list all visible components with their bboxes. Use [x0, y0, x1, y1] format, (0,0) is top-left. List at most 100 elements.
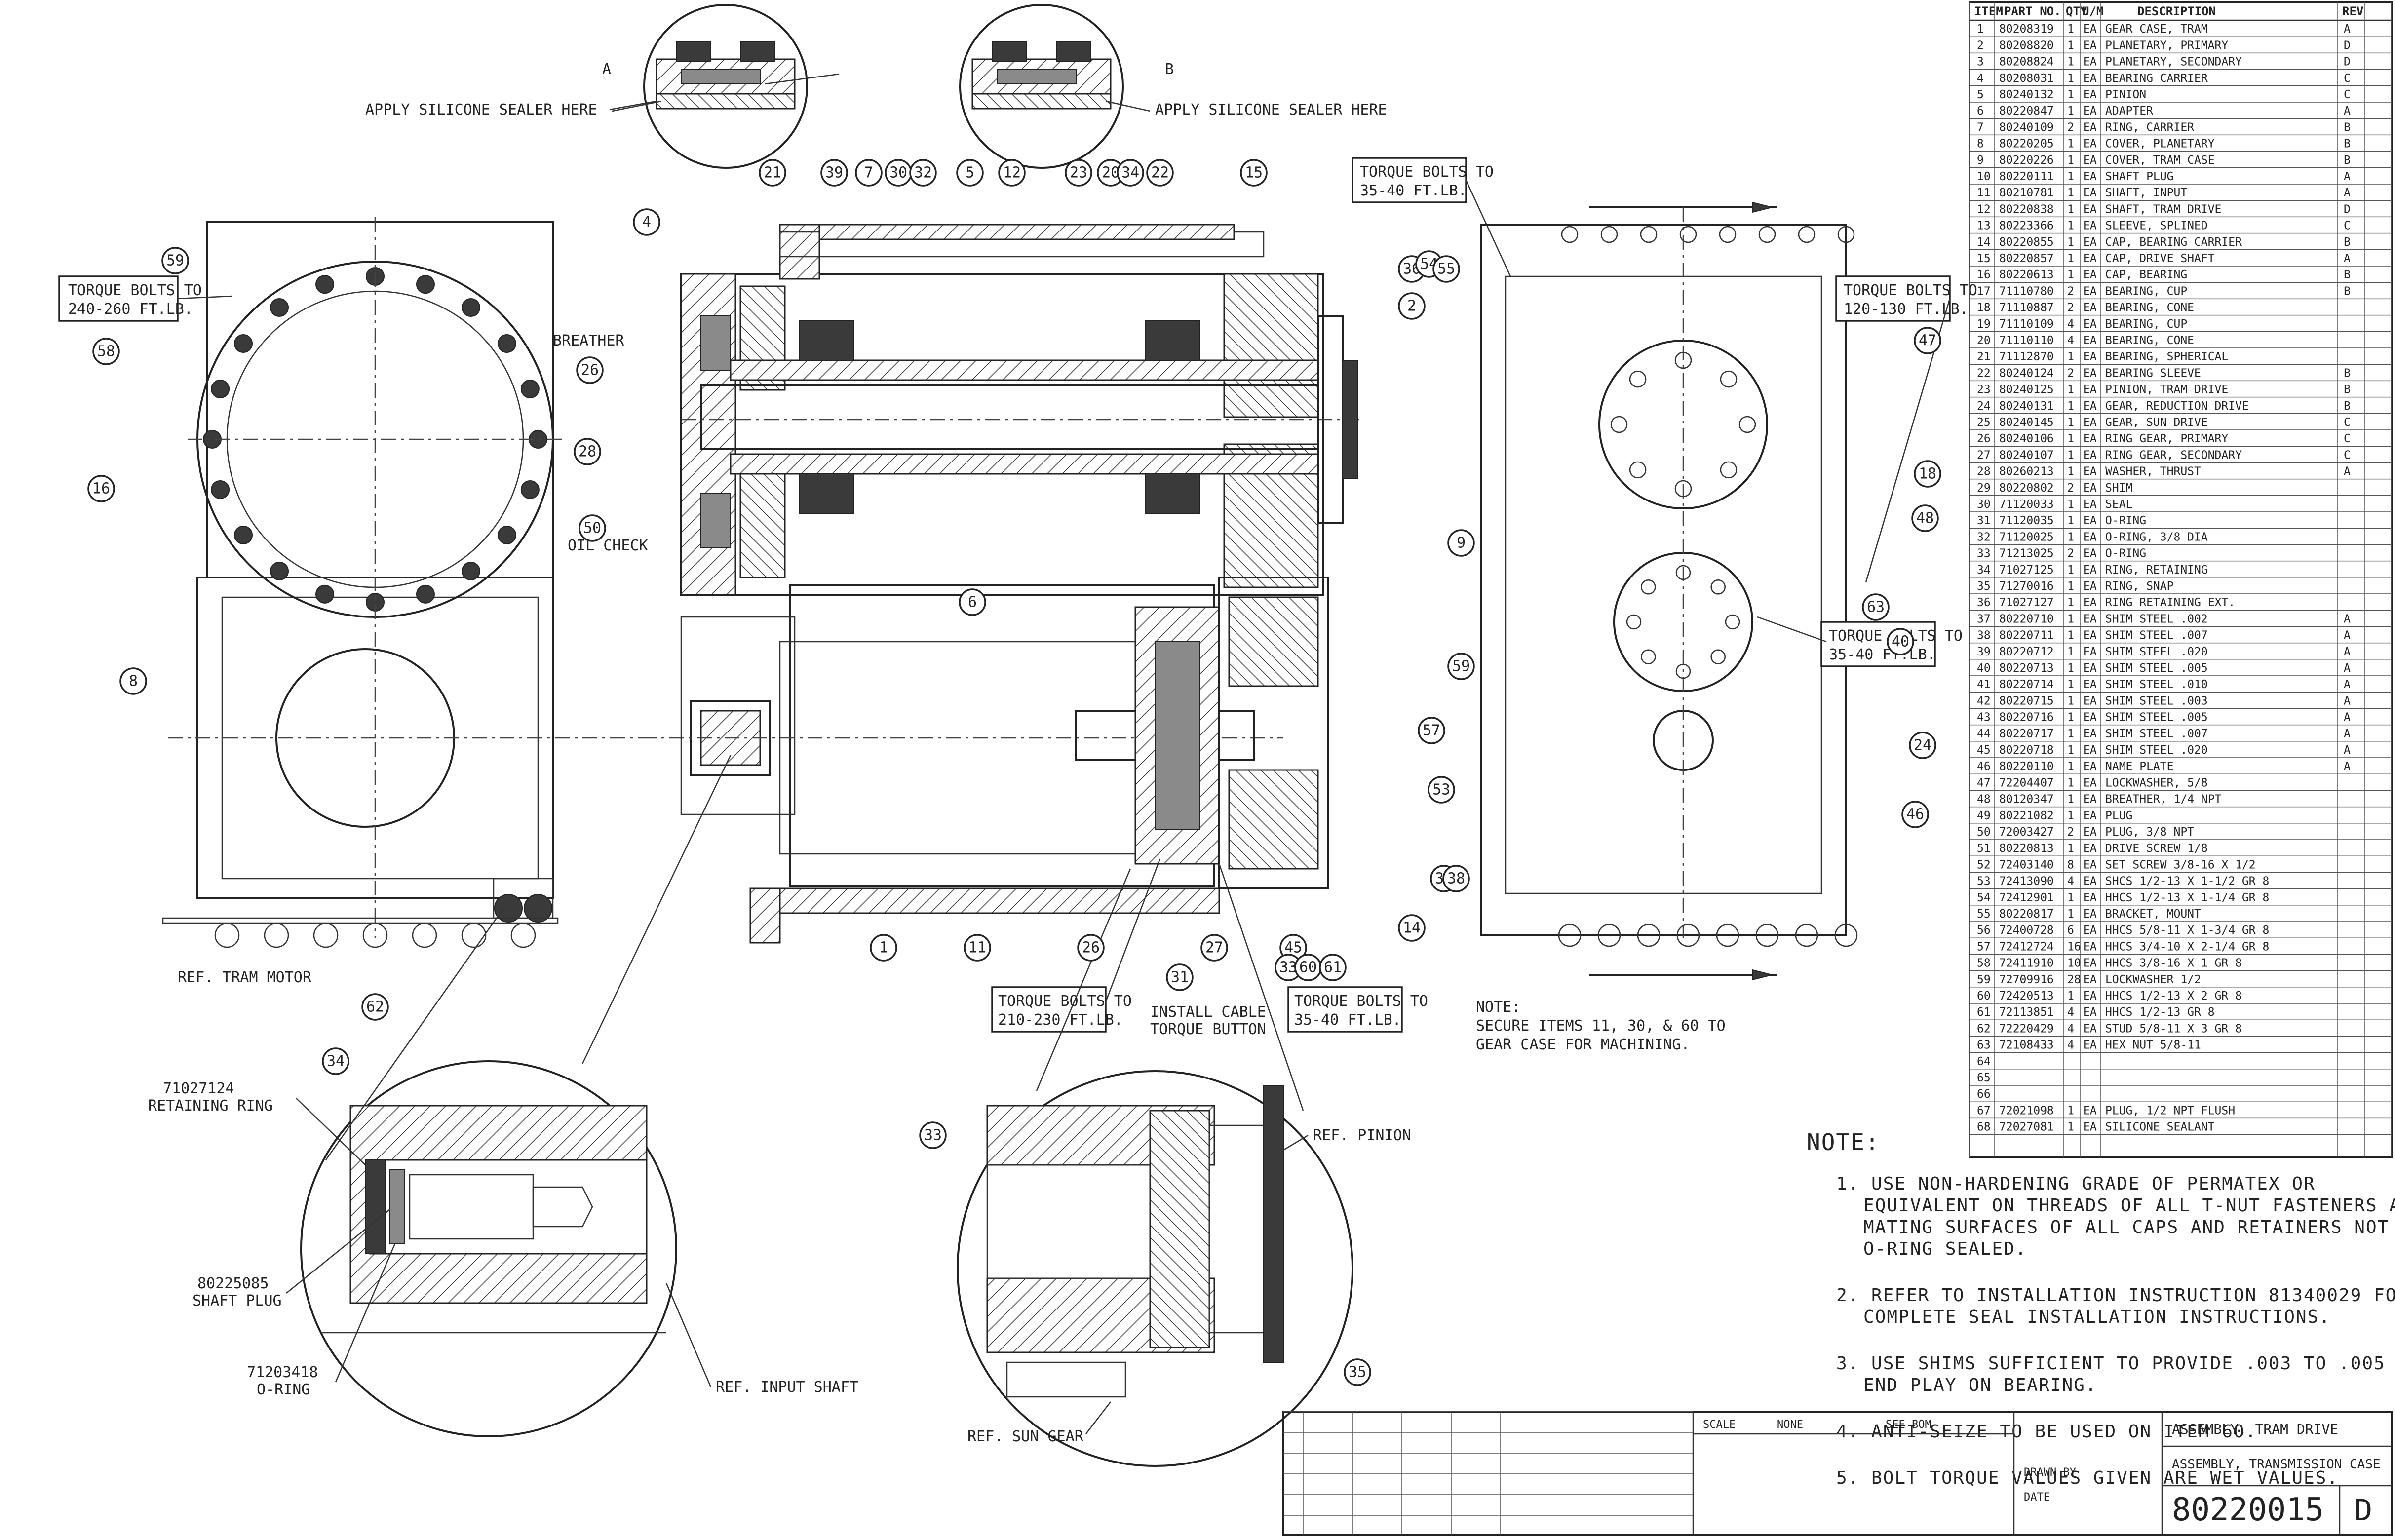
bom-cell: 1: [2067, 449, 2074, 462]
balloon-item-47: 47: [1914, 327, 1941, 354]
foot-bolt-icon: [1795, 924, 1818, 947]
bom-cell: EA: [2083, 826, 2097, 839]
torque-left-line2: 240-260 FT.LB.: [68, 301, 193, 318]
bom-cell: RING GEAR, PRIMARY: [2105, 432, 2228, 445]
bom-cell: SHCS 1/2-13 X 1-1/2 GR 8: [2105, 875, 2269, 888]
bom-cell: SHIM STEEL .020: [2105, 744, 2208, 757]
bom-cell: 42: [1977, 694, 1991, 707]
balloon-label: 31: [1171, 969, 1189, 986]
bom-cell: EA: [2083, 793, 2097, 806]
bom-cell: EA: [2083, 220, 2097, 232]
bom-cell: 1: [2067, 580, 2074, 593]
bom-cell: 18: [1977, 302, 1991, 314]
balloon-item-62: 62: [361, 993, 389, 1021]
bom-cell: EA: [2083, 891, 2097, 904]
foot-bolt-icon: [1597, 924, 1621, 947]
bom-cell: 1: [2067, 432, 2074, 445]
balloon-label: 48: [1916, 510, 1934, 527]
bom-cell: SHAFT PLUG: [2105, 170, 2173, 183]
secure-note-1: NOTE:: [1476, 999, 1520, 1016]
balloon-item-4: 4: [633, 208, 660, 236]
bom-cell: A: [2344, 646, 2351, 658]
bom-cell: SHAFT, TRAM DRIVE: [2105, 203, 2221, 216]
torque-right-top-2: 120-130 FT.LB.: [1844, 301, 1969, 318]
flange-bolt-icon: [416, 584, 435, 604]
bom-cell: EA: [2083, 72, 2097, 85]
bom-cell: EA: [2083, 678, 2097, 691]
bom-cell: 71110887: [1999, 302, 2054, 314]
bom-cell: SHIM STEEL .005: [2105, 711, 2208, 724]
bom-cell: A: [2344, 662, 2351, 675]
bom-cell: 1: [2067, 252, 2074, 265]
bom-cell: 71110780: [1999, 285, 2054, 298]
bom-header-cell: ITEM: [1974, 4, 2003, 18]
shaft-plug-label: SHAFT PLUG: [193, 1292, 282, 1309]
balloon-item-24: 24: [1909, 732, 1936, 759]
bom-cell: 4: [2067, 875, 2074, 888]
bom-cell: 80220111: [1999, 170, 2054, 183]
bom-cell: 72412901: [1999, 891, 2054, 904]
balloon-label: 4: [642, 214, 651, 231]
bom-cell: PLANETARY, SECONDARY: [2105, 56, 2242, 69]
bom-cell: A: [2344, 23, 2351, 36]
bom-cell: 72204407: [1999, 776, 2054, 789]
bom-cell: 2: [2067, 121, 2074, 134]
balloon-label: 32: [914, 164, 932, 182]
svg-text:B: B: [1165, 61, 1174, 78]
torque-bottom-b-1: TORQUE BOLTS TO: [1294, 993, 1428, 1010]
balloon-item-11: 11: [964, 934, 991, 962]
bom-cell: 55: [1977, 908, 1991, 921]
bom-cell: 72400728: [1999, 924, 2054, 937]
bom-cell: 80240107: [1999, 449, 2054, 462]
bom-cell: 41: [1977, 678, 1991, 691]
cap-bolt-icon: [1641, 579, 1656, 595]
bom-cell: 6: [2067, 924, 2074, 937]
bom-cell: EA: [2083, 711, 2097, 724]
flange-bolt-icon: [315, 584, 335, 604]
balloon-item-48: 48: [1911, 504, 1939, 532]
retaining-ring-label: RETAINING RING: [148, 1097, 273, 1115]
cover-bolt-icon: [1629, 370, 1647, 388]
balloon-label: 59: [1452, 658, 1470, 675]
bom-cell: 23: [1977, 384, 1991, 396]
bom-cell: 4: [2067, 1006, 2074, 1019]
bom-cell: PLUG, 3/8 NPT: [2105, 826, 2194, 839]
bom-cell: 72411910: [1999, 957, 2054, 970]
balloon-label: 16: [92, 480, 110, 498]
bom-cell: EA: [2083, 957, 2097, 970]
bom-cell: 71120033: [1999, 498, 2054, 511]
bom-cell: HEX NUT 5/8-11: [2105, 1039, 2201, 1052]
bom-cell: 80220813: [1999, 842, 2054, 855]
secure-note-2: SECURE ITEMS 11, 30, & 60 TO: [1476, 1017, 1726, 1035]
balloon-item-59: 59: [161, 247, 189, 274]
bom-cell: 28: [2067, 973, 2081, 986]
bom-cell: 80240131: [1999, 400, 2054, 413]
balloon-label: 14: [1403, 920, 1421, 937]
bom-cell: A: [2344, 465, 2351, 478]
bom-cell: BEARING, CONE: [2105, 334, 2194, 347]
bom-cell: EA: [2083, 842, 2097, 855]
bom-cell: O-RING, 3/8 DIA: [2105, 531, 2208, 543]
bom-cell: EA: [2083, 203, 2097, 216]
bom-cell: A: [2344, 105, 2351, 117]
bom-cell: 80210781: [1999, 187, 2054, 199]
bom-cell: C: [2344, 449, 2351, 462]
note-line: 5. BOLT TORQUE VALUES GIVEN ARE WET VALU…: [1836, 1468, 2339, 1488]
bom-cell: 72420513: [1999, 990, 2054, 1002]
drawn-by-label: DRAWN BY: [2024, 1466, 2076, 1479]
bom-cell: EA: [2083, 88, 2097, 101]
top-bolt-icon: [1719, 226, 1737, 243]
bom-cell: A: [2344, 711, 2351, 724]
balloon-label: 47: [1919, 332, 1936, 349]
left-end-view: REF. TRAM MOTOR OIL CHECK TORQUE BOLTS T…: [58, 217, 648, 986]
cover-bolt-icon: [1720, 461, 1738, 479]
bom-cell: 80221082: [1999, 809, 2054, 822]
flange-bolt-icon: [416, 275, 435, 294]
bom-cell: A: [2344, 694, 2351, 707]
bom-cell: EA: [2083, 629, 2097, 642]
bom-cell: EA: [2083, 498, 2097, 511]
balloon-item-61: 61: [1319, 954, 1347, 981]
bom-cell: SET SCREW 3/8-16 X 1/2: [2105, 858, 2256, 871]
cap-bolt-icon: [1641, 649, 1656, 664]
bom-cell: RING RETAINING EXT.: [2105, 596, 2235, 609]
